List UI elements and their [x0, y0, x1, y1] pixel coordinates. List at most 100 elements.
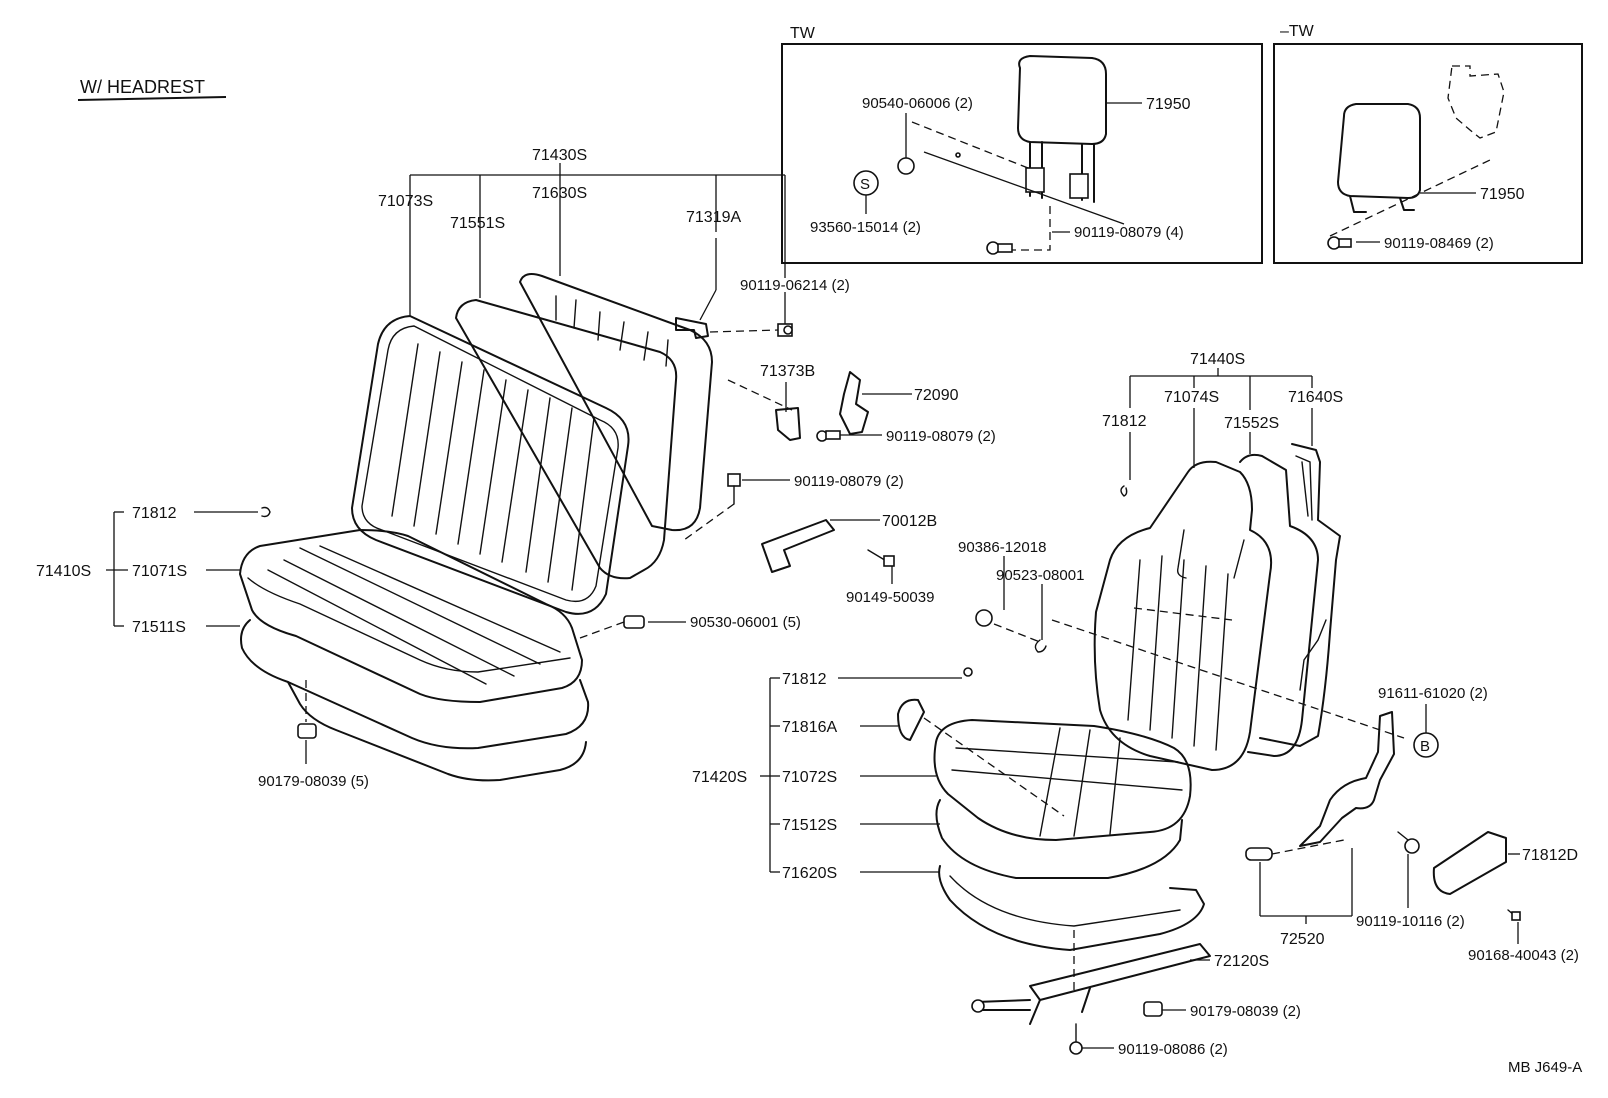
clip-71812-cushion-icon	[963, 667, 973, 677]
cap-72520-icon	[1245, 847, 1273, 861]
bucket-cushion-cover-shape	[933, 719, 1192, 841]
tw-inset: TW S 71950 90540-06006 (2) 93560-15014 (…	[781, 25, 1263, 264]
bucket-cushion-callouts	[760, 677, 962, 873]
clip-90523-08001-icon	[1034, 639, 1047, 653]
label-71812-back: 71812	[1102, 413, 1147, 430]
label-90386-12018: 90386-12018	[958, 539, 1046, 556]
label-90119-08079-a: 90119-08079 (2)	[886, 428, 996, 445]
label-71552s: 71552S	[1224, 415, 1279, 432]
bolt-90119-10116-icon	[1397, 831, 1420, 854]
s-symbol-text: S	[860, 176, 870, 193]
label-70012b: 70012B	[882, 513, 937, 530]
label-71373b: 71373B	[760, 363, 815, 380]
bench-cushion-pad-shape	[240, 619, 590, 750]
label-71816a: 71816A	[782, 719, 837, 736]
tw-inset-frame	[781, 43, 1263, 264]
label-72120s: 72120S	[1214, 953, 1269, 970]
title-underline	[77, 96, 227, 101]
label-71640s: 71640S	[1288, 389, 1343, 406]
label-90119-08079-4: 90119-08079 (4)	[1074, 224, 1184, 241]
label-71630s: 71630S	[532, 185, 587, 202]
label-71950-minus-tw: 71950	[1480, 186, 1525, 203]
label-91611-61020: 91611-61020 (2)	[1378, 685, 1488, 702]
label-71812d: 71812D	[1522, 847, 1578, 864]
bucket-cushion-pad-shape	[935, 799, 1183, 879]
bench-cushion-callouts	[106, 511, 686, 764]
bucket-back-callouts	[1003, 368, 1427, 733]
bucket-back-frame-shape	[1259, 443, 1341, 747]
label-90168-40043: 90168-40043 (2)	[1468, 947, 1579, 964]
label-71410s: 71410S	[36, 563, 91, 580]
diagram-title: W/ HEADREST	[80, 77, 205, 97]
label-72090: 72090	[914, 387, 959, 404]
tw-dash-3	[1008, 205, 1051, 251]
label-71074s: 71074S	[1164, 389, 1219, 406]
tw-dash-1	[911, 121, 1029, 169]
bench-back-assembly	[351, 273, 713, 615]
minus-tw-headrest-shape	[1337, 103, 1421, 213]
recliner-track-callouts	[1082, 848, 1520, 1049]
label-71812-cushion: 71812	[782, 671, 827, 688]
label-71950-tw: 71950	[1146, 96, 1191, 113]
recliner-72520-shape	[1299, 711, 1395, 847]
clip-71812-back-icon	[1120, 485, 1128, 497]
label-90119-08079-b: 90119-08079 (2)	[794, 473, 904, 490]
tw-headrest-shape	[1017, 55, 1107, 203]
minus-tw-inset-frame	[1273, 43, 1583, 264]
label-93560-15014: 93560-15014 (2)	[810, 219, 921, 236]
tw-small-washer-icon	[955, 152, 961, 158]
screw-90168-40043-icon	[1507, 909, 1521, 921]
bolt-90119-08079-a-icon	[816, 430, 841, 442]
minus-tw-inset: –TW 71950 90119-08469 (2)	[1273, 23, 1583, 264]
label-71512s: 71512S	[782, 817, 837, 834]
label-90530-06001: 90530-06001 (5)	[690, 614, 801, 631]
label-90540-06006: 90540-06006 (2)	[862, 95, 973, 112]
label-71073s: 71073S	[378, 193, 433, 210]
b-symbol-text: B	[1420, 738, 1430, 755]
label-71812-bench: 71812	[132, 505, 177, 522]
bucket-back-assembly	[1093, 443, 1341, 771]
label-90119-08469: 90119-08469 (2)	[1384, 235, 1494, 252]
bolt-90149-50039-icon	[867, 549, 895, 567]
cover-71812d-shape	[1432, 831, 1507, 895]
tw-collar-icon	[897, 157, 915, 175]
label-90179-08039-track: 90179-08039 (2)	[1190, 1003, 1301, 1020]
label-71620s: 71620S	[782, 865, 837, 882]
tw-dash-2	[923, 151, 1125, 225]
nut-90179-08039-bench-icon	[297, 723, 317, 739]
tw-inset-label: TW	[790, 25, 816, 42]
clip-71373b-shape	[775, 407, 801, 441]
label-72520: 72520	[1280, 931, 1325, 948]
cover-71816a-shape	[897, 698, 925, 741]
label-71420s: 71420S	[692, 769, 747, 786]
label-90119-08086: 90119-08086 (2)	[1118, 1041, 1228, 1058]
label-71071s: 71071S	[132, 563, 187, 580]
bolt-90119-08079-b-icon	[727, 473, 741, 505]
label-90119-10116: 90119-10116 (2)	[1356, 913, 1465, 930]
bench-back-frame-shape	[519, 273, 713, 532]
bucket-back-cover-shape	[1093, 460, 1272, 771]
bolt-90119-08086-icon	[1069, 1023, 1083, 1055]
bucket-back-pad-shape	[1239, 453, 1319, 757]
label-71430s: 71430S	[532, 147, 587, 164]
minus-tw-dash	[1329, 159, 1491, 237]
label-90149-50039: 90149-50039	[846, 589, 934, 606]
seat-track-shape	[971, 943, 1211, 1025]
bracket-71319a-shape	[675, 317, 709, 339]
label-90179-08039-bench: 90179-08039 (5)	[258, 773, 369, 790]
label-71319a: 71319A	[686, 209, 741, 226]
bench-back-cover-shape	[351, 315, 630, 615]
footer-code: MB J649-A	[1508, 1059, 1582, 1076]
label-71072s: 71072S	[782, 769, 837, 786]
label-71511s: 71511S	[132, 619, 186, 636]
label-90523-08001: 90523-08001	[996, 567, 1084, 584]
bucket-cushion-assembly	[933, 719, 1205, 951]
bench-back-callouts	[409, 163, 786, 324]
label-90119-06214: 90119-06214 (2)	[740, 277, 850, 294]
minus-tw-inset-label: –TW	[1280, 23, 1315, 40]
bench-cushion-cover-shape	[239, 529, 583, 703]
nut-90179-08039-track-icon	[1143, 1001, 1163, 1017]
tw-bolt-icon	[986, 241, 1013, 255]
